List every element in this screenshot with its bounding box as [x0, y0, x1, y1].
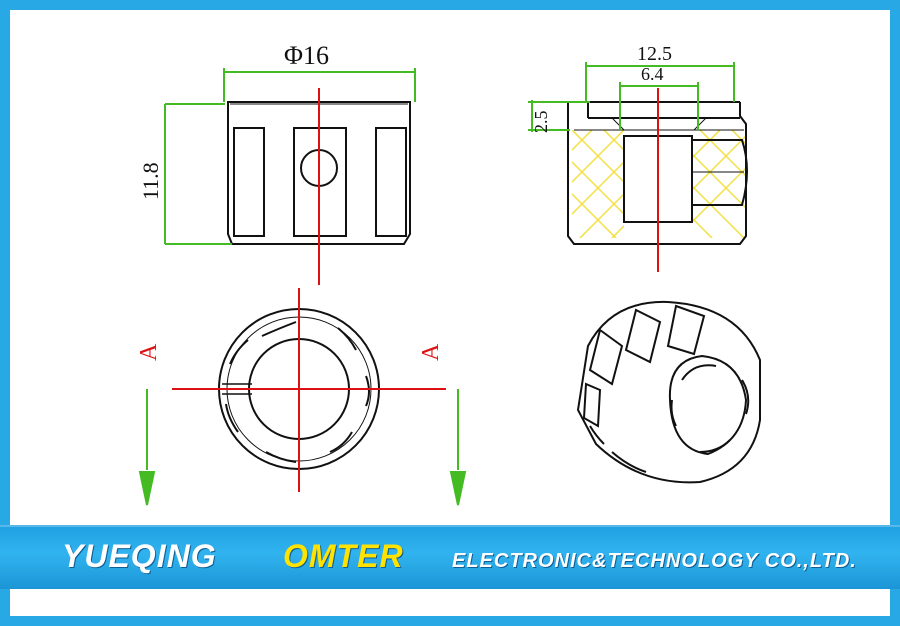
step-label: 2.5 — [531, 111, 551, 134]
top-centerlines — [172, 288, 446, 492]
set-screw-bore — [692, 139, 748, 206]
section-dimensions — [528, 62, 735, 132]
front-dimensions — [164, 68, 416, 245]
brand-primary: YUEQING — [62, 538, 217, 574]
section-mark-left: A — [136, 343, 162, 361]
front-flute — [375, 127, 407, 237]
diameter-label: Φ16 — [284, 41, 329, 70]
knob-top-face — [668, 354, 748, 456]
front-flute — [233, 127, 265, 237]
brand-secondary: OMTER — [283, 538, 404, 574]
company-tagline: ELECTRONIC&TECHNOLOGY CO.,LTD. — [452, 550, 857, 572]
height-label: 11.8 — [138, 162, 163, 200]
knob-front-outline — [227, 101, 411, 245]
drawing-frame — [10, 10, 890, 616]
bore-label: 6.4 — [641, 64, 664, 84]
section-mark-right: A — [418, 343, 444, 361]
isometric-view — [576, 300, 761, 484]
section-outline — [567, 102, 747, 245]
section-arrows — [138, 389, 467, 506]
company-banner: YUEQING OMTER ELECTRONIC&TECHNOLOGY CO.,… — [0, 525, 900, 589]
outer-width-label: 12.5 — [637, 43, 672, 65]
